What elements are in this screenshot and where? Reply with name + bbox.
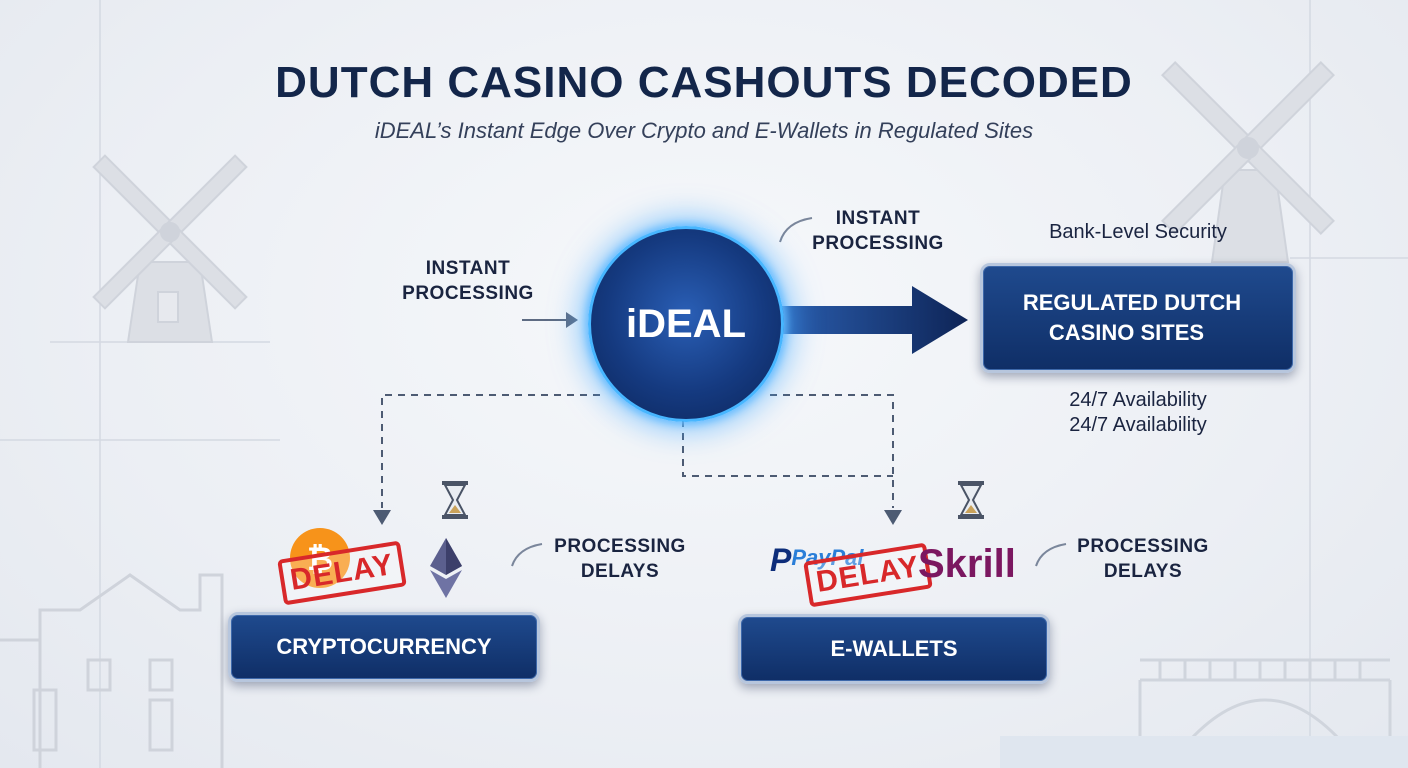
page-subtitle: iDEAL’s Instant Edge Over Crypto and E-W… bbox=[374, 118, 1034, 143]
crypto-delays-note: PROCESSING DELAYS bbox=[535, 534, 705, 584]
ewallets-delays-note: PROCESSING DELAYS bbox=[1058, 534, 1228, 584]
availability-line: 24/7 Availability bbox=[1069, 389, 1207, 411]
note-line: PROCESSING bbox=[554, 536, 686, 557]
skrill-logo: Skrill bbox=[918, 542, 1016, 586]
availability-line: 24/7 Availability bbox=[1069, 414, 1207, 436]
ewallets-box: E-WALLETS bbox=[738, 614, 1050, 684]
note-line: DELAYS bbox=[1103, 561, 1183, 582]
top-note-pointer bbox=[779, 217, 813, 243]
note-line: PROCESSING bbox=[402, 283, 534, 304]
windmill-right-icon bbox=[1161, 61, 1335, 263]
ewallet-arrowhead bbox=[884, 510, 902, 525]
top-instant-processing-note: INSTANT PROCESSING bbox=[790, 206, 966, 256]
note-line: INSTANT bbox=[425, 258, 511, 279]
hourglass-icon bbox=[442, 481, 468, 519]
target-line: REGULATED DUTCH bbox=[1022, 290, 1242, 315]
ewallet-note-pointer bbox=[1035, 543, 1067, 567]
note-line: PROCESSING bbox=[1077, 536, 1209, 557]
canal-houses-icon bbox=[0, 573, 224, 768]
ethereum-icon bbox=[430, 538, 462, 598]
dashed-to-crypto bbox=[381, 394, 600, 508]
dashed-to-ewallets-lower bbox=[682, 420, 893, 477]
note-line: DELAYS bbox=[580, 561, 660, 582]
hourglass-icon bbox=[958, 481, 984, 519]
ewallets-label: E-WALLETS bbox=[830, 636, 958, 661]
target-line: CASINO SITES bbox=[1048, 320, 1205, 345]
regulated-sites-box: REGULATED DUTCH CASINO SITES bbox=[980, 263, 1296, 373]
crypto-label: CRYPTOCURRENCY bbox=[276, 634, 492, 659]
paypal-p-icon: P bbox=[770, 542, 792, 578]
bridge-icon bbox=[1138, 658, 1392, 742]
note-line: INSTANT bbox=[835, 208, 921, 229]
security-note: Bank-Level Security bbox=[1049, 221, 1227, 243]
crypto-note-pointer bbox=[511, 543, 543, 567]
dashed-to-ewallets-right bbox=[770, 394, 894, 508]
left-note-arrowhead bbox=[566, 312, 578, 328]
crypto-arrowhead bbox=[373, 510, 391, 525]
cryptocurrency-box: CRYPTOCURRENCY bbox=[228, 612, 540, 682]
paypal-logo: PPayPal bbox=[770, 542, 864, 578]
windmill-left-icon bbox=[92, 154, 248, 343]
note-line: PROCESSING bbox=[812, 233, 944, 254]
bitcoin-icon: ₿ bbox=[290, 528, 350, 588]
water-strip bbox=[1000, 736, 1408, 768]
left-instant-processing-note: INSTANT PROCESSING bbox=[380, 256, 556, 306]
ideal-node: iDEAL bbox=[588, 226, 784, 422]
page-title: DUTCH CASINO CASHOUTS DECODED bbox=[275, 58, 1133, 107]
main-flow-arrow bbox=[776, 286, 968, 354]
svg-text:₿: ₿ bbox=[307, 541, 333, 577]
availability-note: 24/7 Availability 24/7 Availability bbox=[1008, 388, 1268, 438]
ideal-label: iDEAL bbox=[626, 301, 746, 346]
